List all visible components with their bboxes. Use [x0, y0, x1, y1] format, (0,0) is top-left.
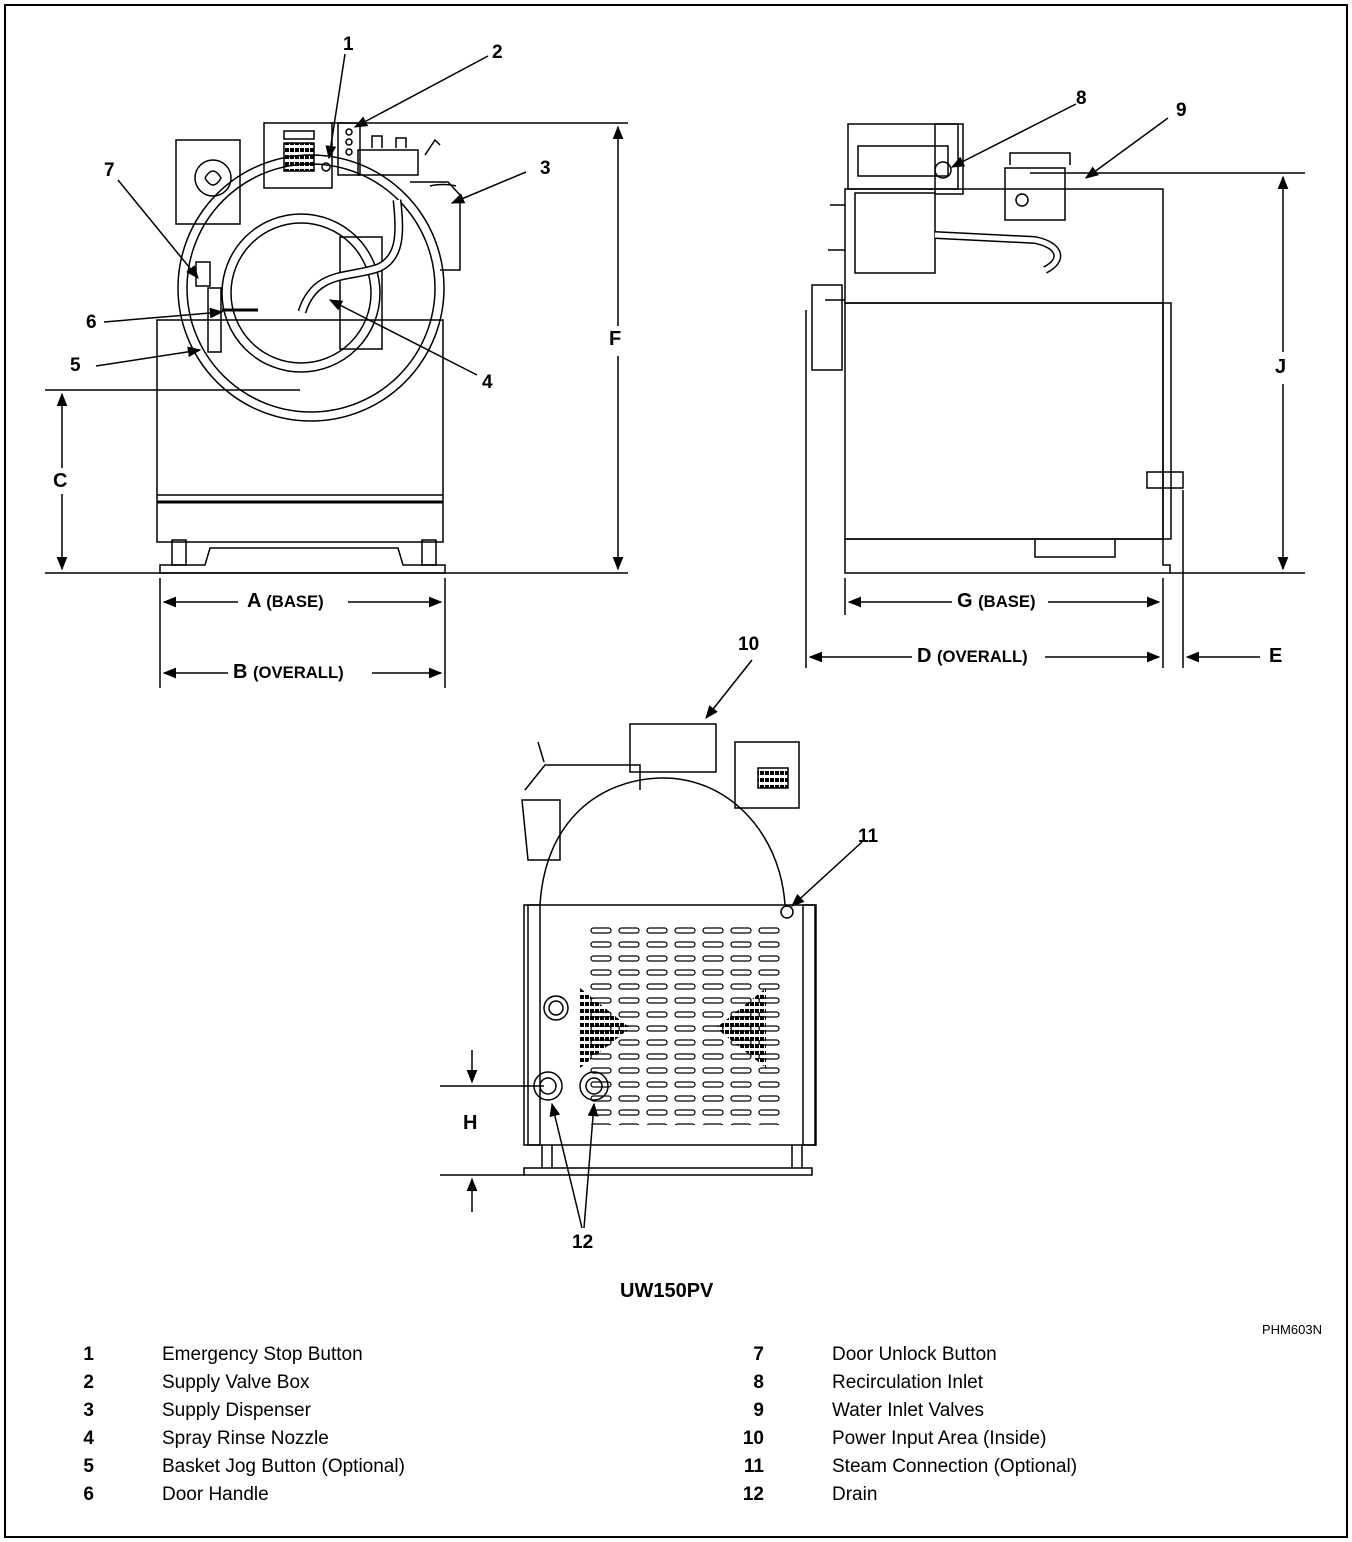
- callout-2: 2: [492, 42, 503, 63]
- model-name: UW150PV: [620, 1280, 714, 1302]
- dim-label-e: E: [1266, 645, 1286, 668]
- legend-num: 10: [742, 1428, 764, 1449]
- legend-num: 9: [753, 1400, 764, 1421]
- dim-label-h: H: [460, 1112, 481, 1135]
- legend-num: 2: [83, 1372, 94, 1393]
- legend-num: 12: [742, 1484, 764, 1505]
- legend-label: Door Unlock Button: [832, 1344, 997, 1365]
- rear-view: [440, 659, 863, 1229]
- legend-label: Door Handle: [162, 1484, 269, 1505]
- legend-num: 3: [83, 1400, 94, 1421]
- legend-num: 6: [83, 1484, 94, 1505]
- legend-num: 1: [83, 1344, 94, 1365]
- dim-label-j: J: [1272, 356, 1290, 379]
- callout-8: 8: [1076, 88, 1087, 109]
- dim-label-d: D (OVERALL): [914, 645, 1031, 668]
- callout-4: 4: [482, 372, 493, 393]
- legend-label: Supply Valve Box: [162, 1372, 310, 1393]
- dim-label-f: F: [606, 328, 625, 351]
- callout-5: 5: [70, 355, 81, 376]
- callout-1: 1: [343, 34, 354, 55]
- legend-label: Supply Dispenser: [162, 1400, 311, 1421]
- front-view: [45, 53, 628, 688]
- dim-label-a: A (BASE): [244, 590, 327, 613]
- legend-label: Steam Connection (Optional): [832, 1456, 1078, 1477]
- legend-num: 8: [753, 1372, 764, 1393]
- callout-3: 3: [540, 158, 551, 179]
- dim-label-b: B (OVERALL): [230, 661, 347, 684]
- legend-num: 7: [753, 1344, 764, 1365]
- callout-12: 12: [572, 1232, 594, 1253]
- side-view: [805, 103, 1305, 668]
- legend-num: 4: [83, 1428, 94, 1449]
- callout-6: 6: [86, 312, 97, 333]
- callout-7: 7: [104, 160, 115, 181]
- legend-label: Drain: [832, 1484, 878, 1505]
- dim-label-c: C: [50, 470, 71, 493]
- legend-num: 11: [743, 1456, 764, 1477]
- legend-label: Spray Rinse Nozzle: [162, 1428, 329, 1449]
- figure-code: PHM603N: [1262, 1322, 1322, 1337]
- legend-label: Basket Jog Button (Optional): [162, 1456, 405, 1477]
- legend-num: 5: [83, 1456, 94, 1477]
- callout-10: 10: [738, 634, 760, 655]
- dim-label-g: G (BASE): [954, 590, 1039, 613]
- legend-label: Power Input Area (Inside): [832, 1428, 1047, 1449]
- callout-11: 11: [858, 826, 879, 847]
- legend-label: Water Inlet Valves: [832, 1400, 985, 1421]
- callout-9: 9: [1176, 100, 1187, 121]
- legend-label: Recirculation Inlet: [832, 1372, 984, 1393]
- legend-label: Emergency Stop Button: [162, 1344, 363, 1365]
- figure-frame: [4, 4, 1348, 1538]
